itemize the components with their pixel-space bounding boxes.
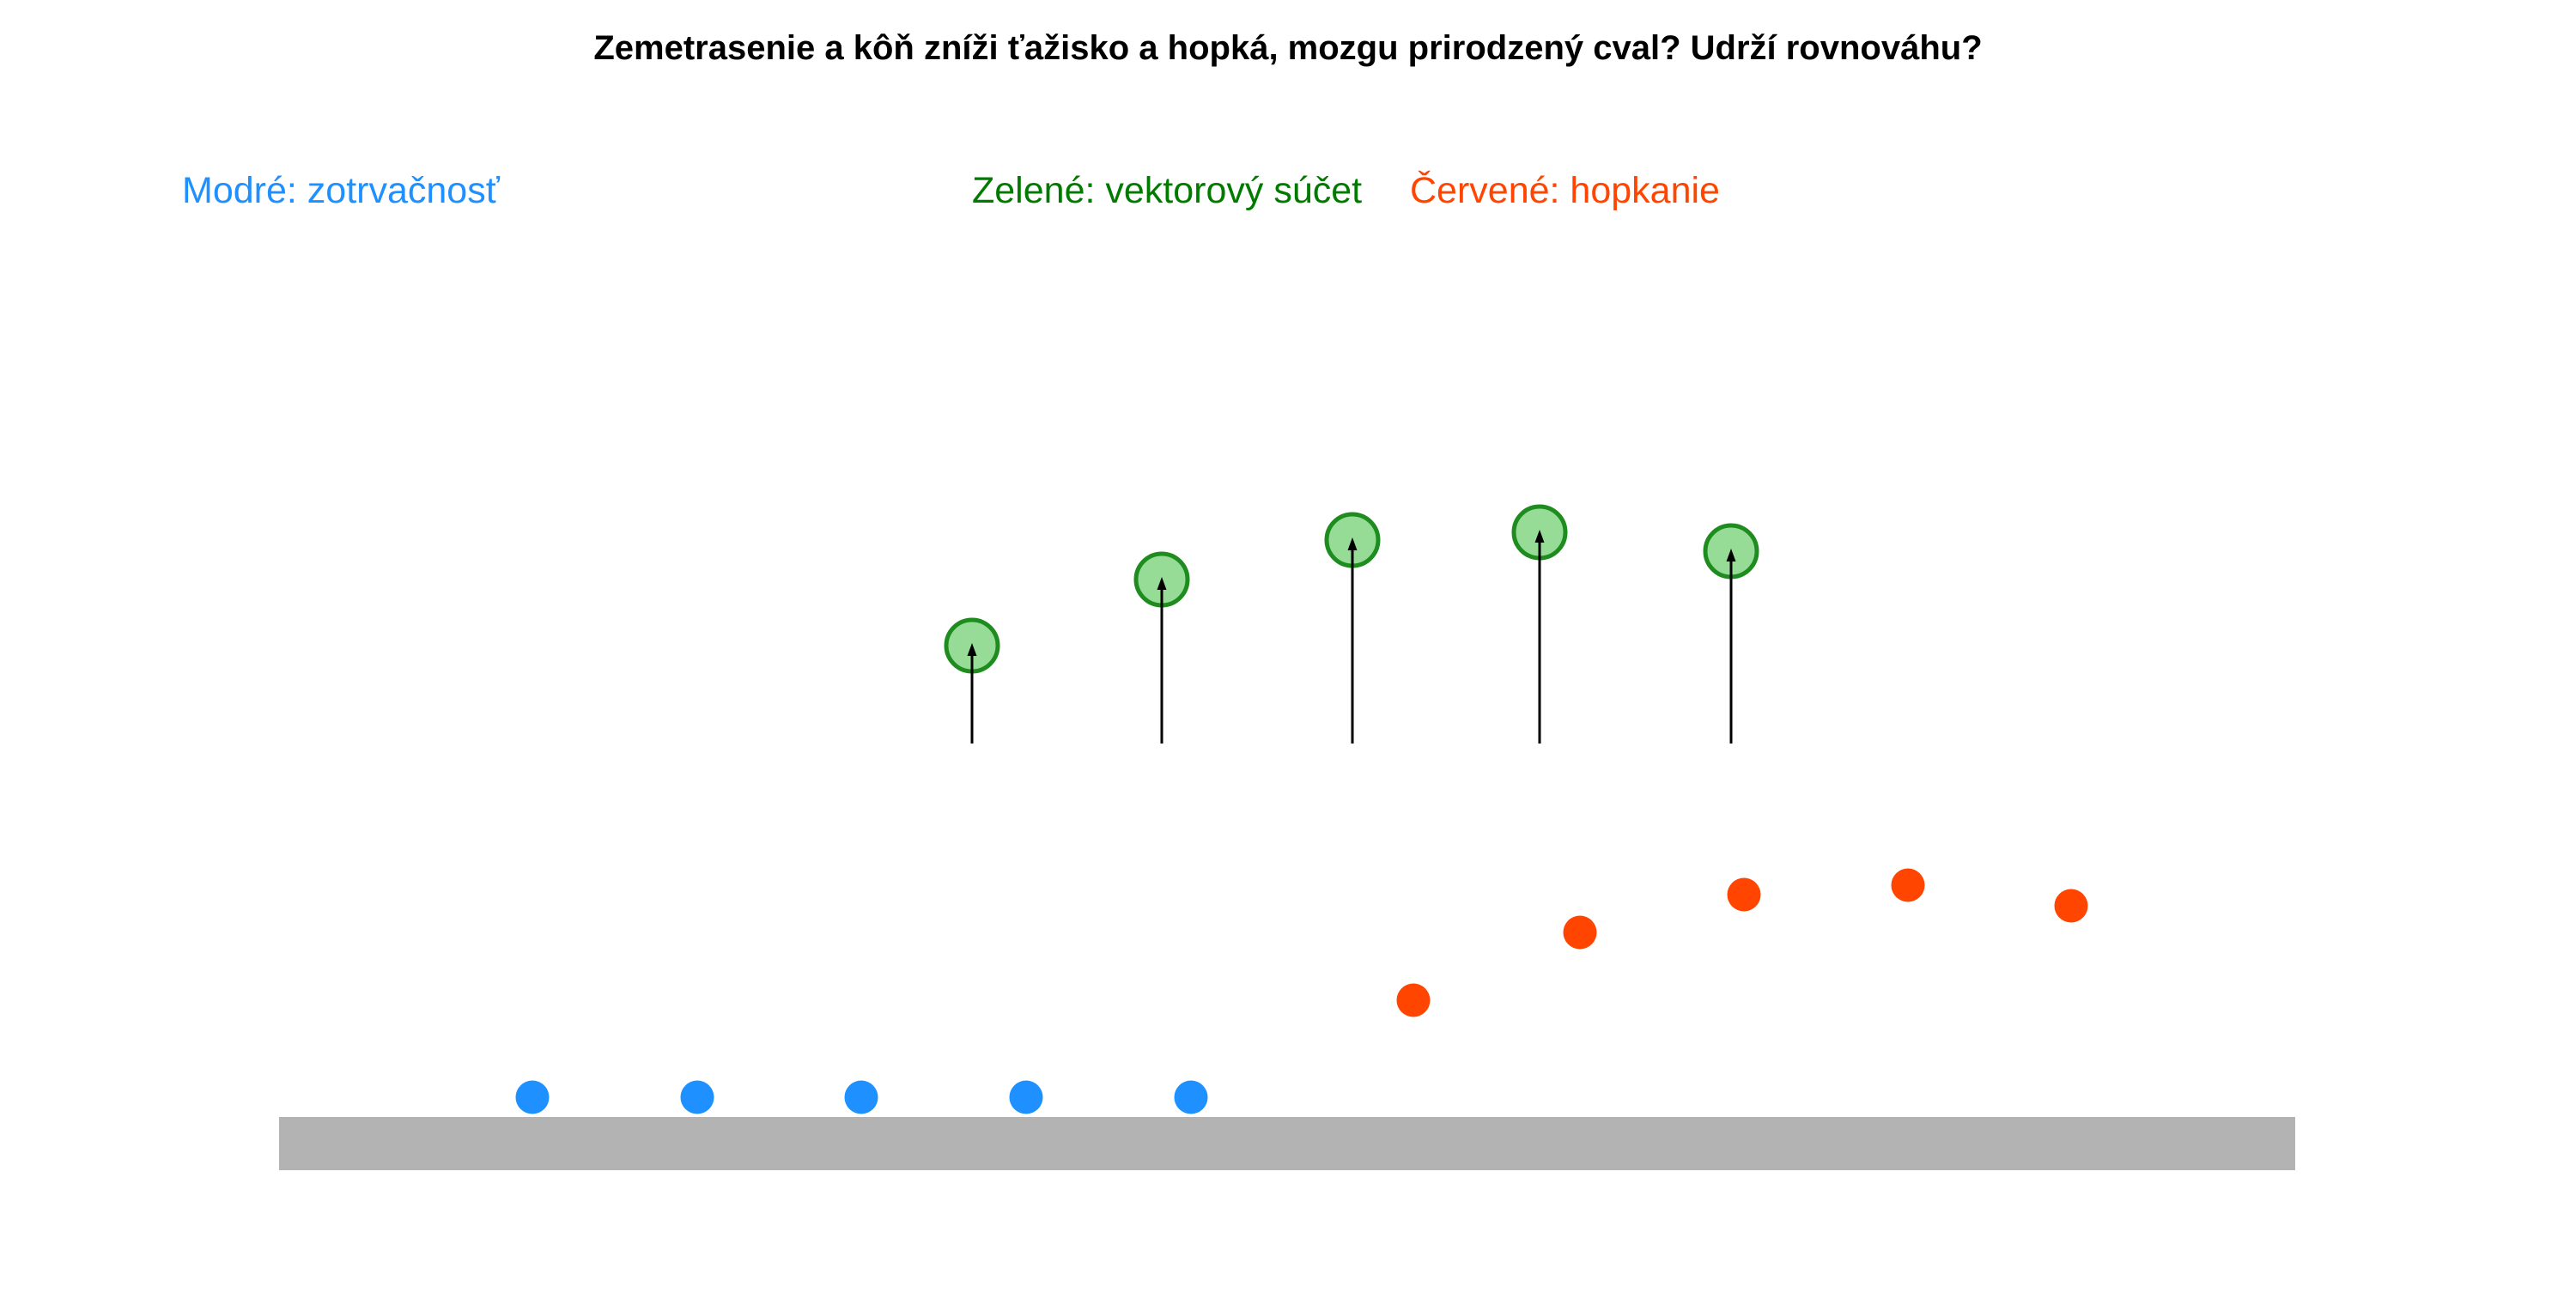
vector-arrow-head	[1534, 530, 1545, 543]
vector-arrow-head	[967, 643, 977, 656]
red-dot	[1563, 915, 1597, 950]
red-dot	[1396, 983, 1431, 1017]
blue-dot	[680, 1080, 714, 1114]
ground-bar	[279, 1117, 2295, 1170]
legend-label-inertia: Modré: zotrvačnosť	[182, 170, 500, 211]
figure-title: Zemetrasenie a kôň zníži ťažisko a hopká…	[593, 29, 1983, 67]
legend-label-hopping: Červené: hopkanie	[1410, 170, 1720, 211]
blue-dot	[1174, 1080, 1208, 1114]
red-dot	[1891, 868, 1925, 902]
vector-arrow-head	[1726, 549, 1736, 561]
blue-dot	[515, 1080, 550, 1114]
vector-arrow-head	[1157, 577, 1167, 590]
blue-dot	[844, 1080, 878, 1114]
red-dot	[2054, 889, 2088, 923]
blue-dot	[1009, 1080, 1043, 1114]
vector-arrow-head	[1347, 537, 1358, 550]
legend-label-vector-sum: Zelené: vektorový súčet	[972, 170, 1363, 211]
red-dot	[1727, 877, 1761, 912]
